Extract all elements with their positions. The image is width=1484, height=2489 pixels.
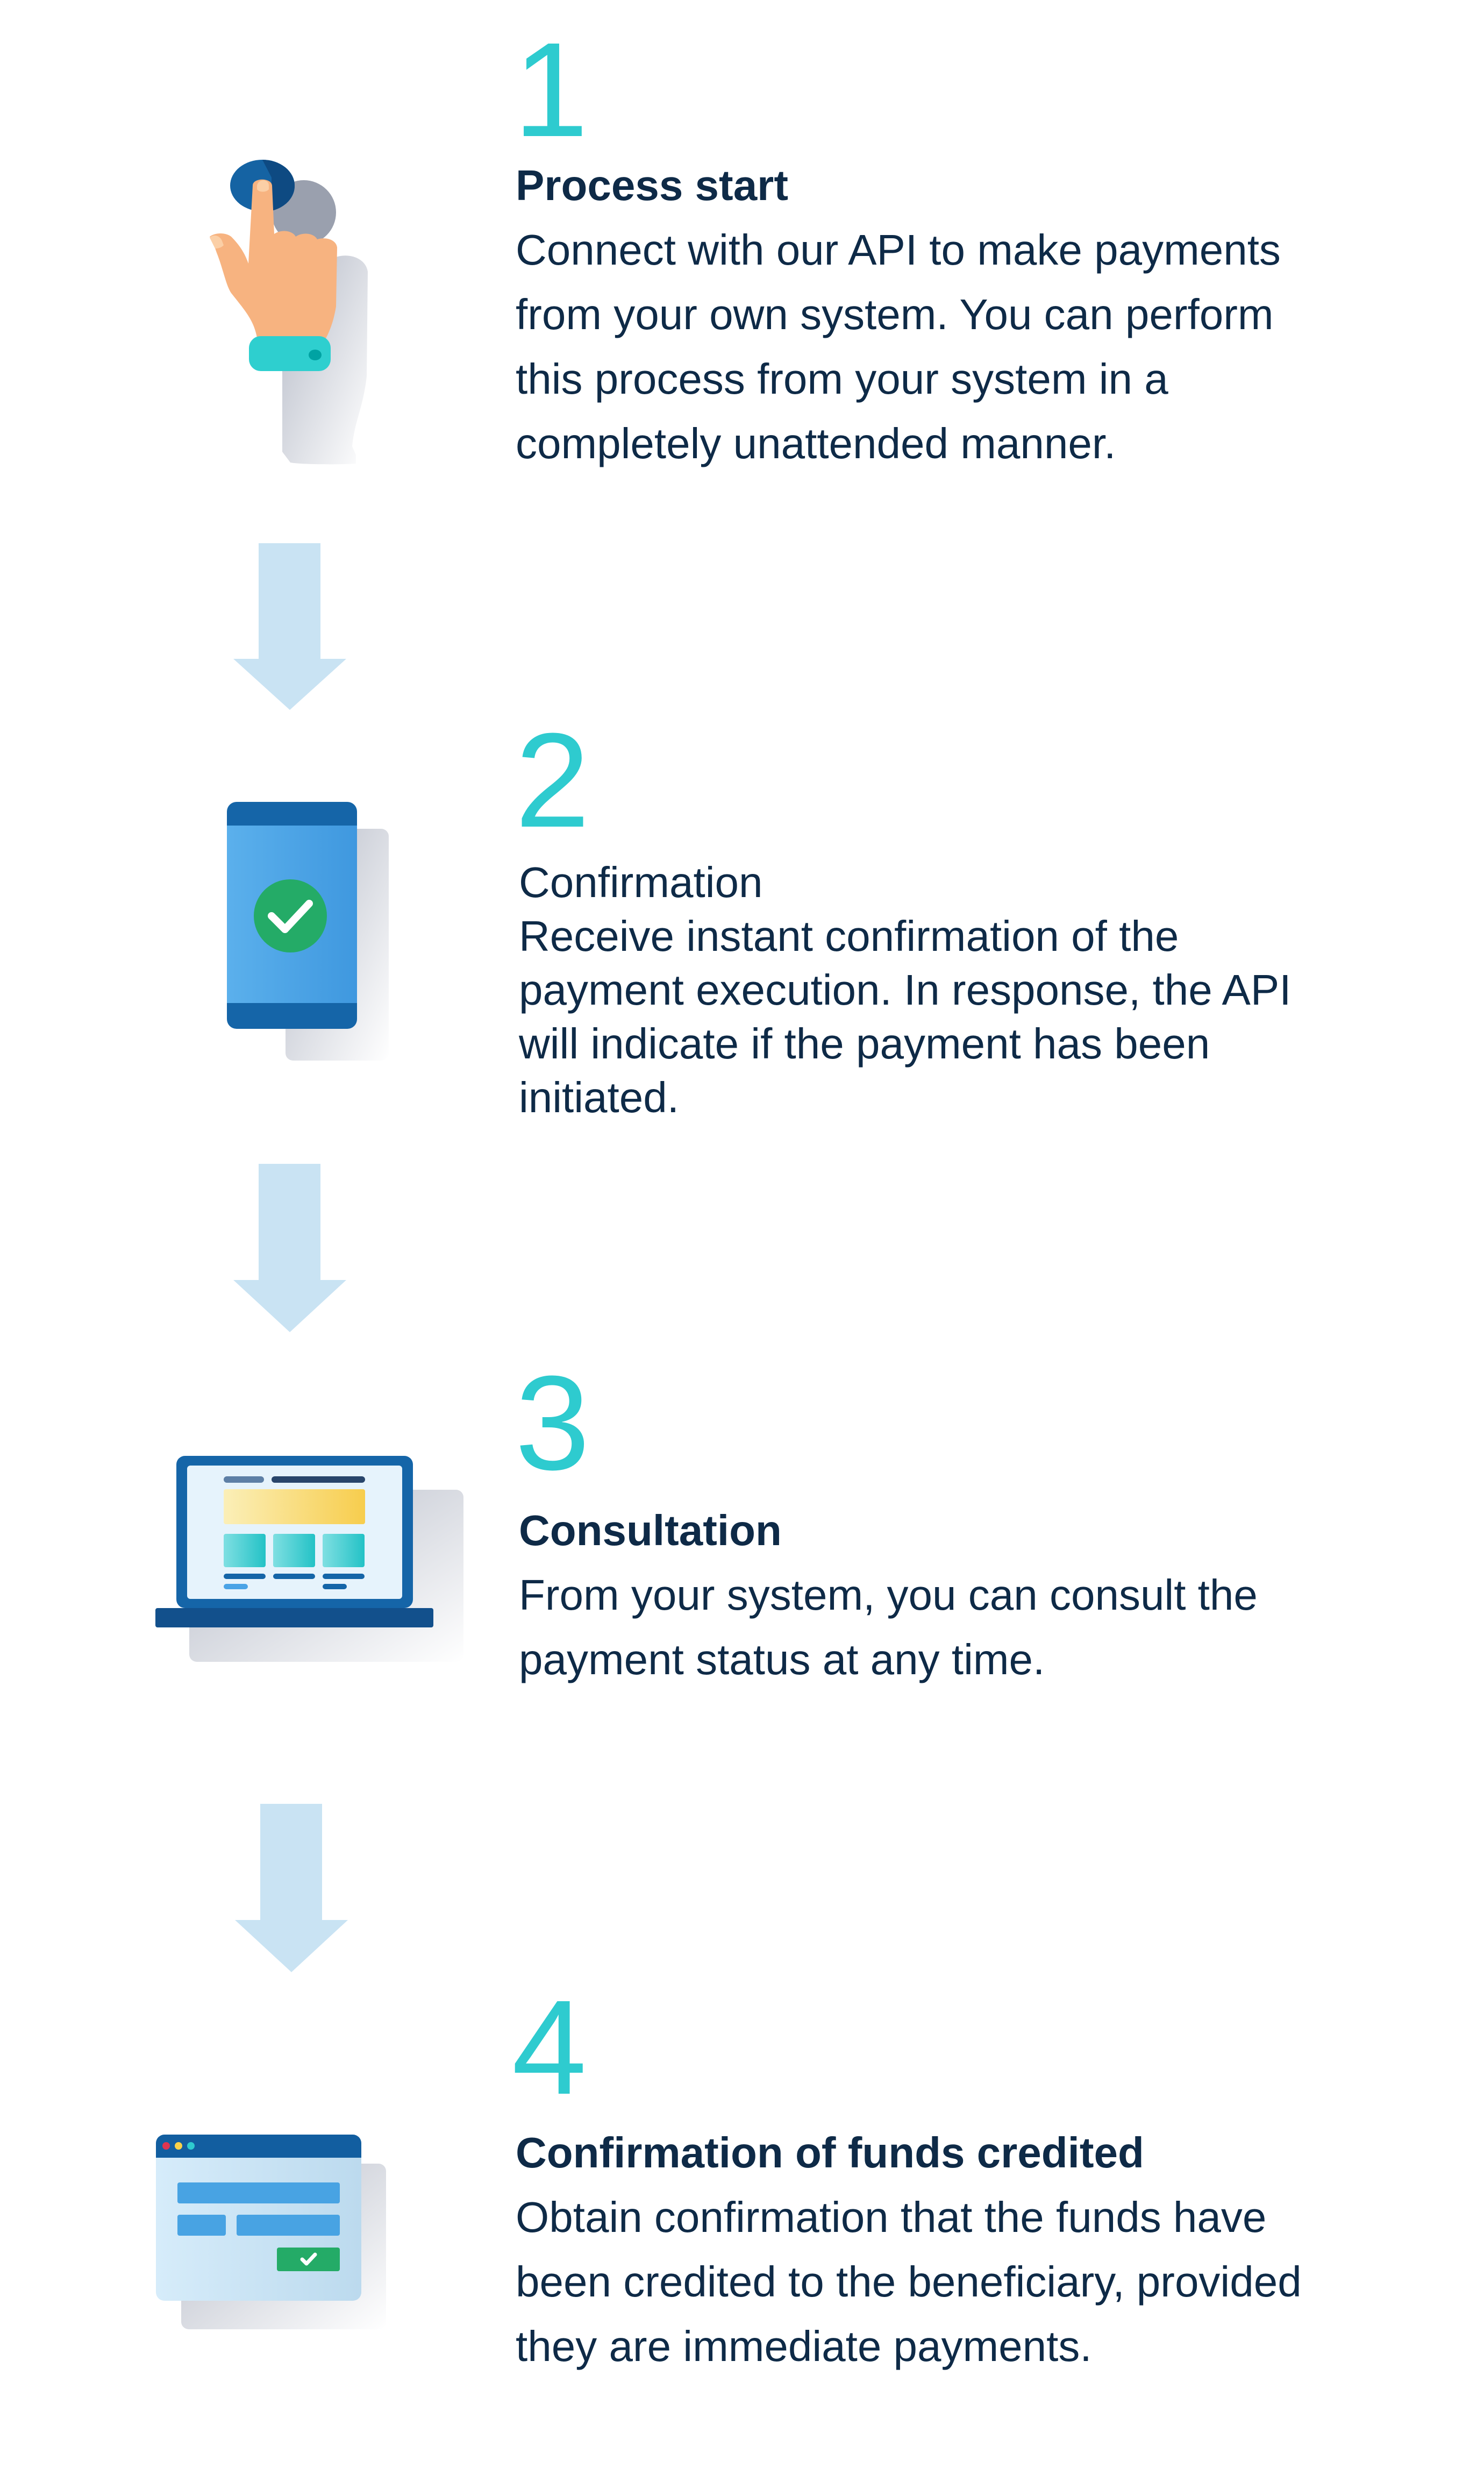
step-description-line: payment execution. In response, the API [519, 966, 1292, 1014]
hand-tap-icon [210, 160, 368, 465]
step-4: Confirmation of funds credited Obtain co… [516, 2121, 1302, 2379]
step-description-line: this process from your system in a [516, 355, 1168, 403]
step-description-line: initiated. [519, 1073, 679, 1121]
step-number: 4 [512, 1972, 587, 2122]
step-title: Confirmation of funds credited [516, 2129, 1144, 2177]
step-title: Confirmation [519, 858, 763, 906]
step-description-line: Receive instant confirmation of the [519, 912, 1179, 960]
step-description-line: will indicate if the payment has been [519, 1020, 1210, 1068]
step-description-line: been credited to the beneficiary, provid… [516, 2258, 1302, 2306]
step-number: 1 [513, 15, 589, 165]
step-2: Confirmation Receive instant confirmatio… [519, 856, 1291, 1125]
step-title: Process start [516, 161, 788, 209]
step-description-line: Connect with our API to make payments [516, 226, 1281, 274]
step-description-line: they are immediate payments. [516, 2322, 1092, 2370]
step-description-line: Obtain confirmation that the funds have [516, 2193, 1267, 2241]
step-title: Consultation [519, 1506, 782, 1554]
step-number: 2 [515, 705, 590, 855]
phone-check-icon [227, 802, 389, 1061]
laptop-dashboard-icon [155, 1456, 463, 1662]
arrow-down-icon [235, 1804, 348, 1972]
step-description-line: from your own system. You can perform [516, 290, 1274, 338]
step-description-line: From your system, you can consult the [519, 1571, 1258, 1619]
arrow-down-icon [233, 1164, 346, 1332]
step-1: Process start Connect with our API to ma… [516, 153, 1281, 476]
browser-form-check-icon [156, 2135, 386, 2329]
step-description-line: payment status at any time. [519, 1635, 1045, 1683]
step-number: 3 [515, 1348, 590, 1498]
step-3: Consultation From your system, you can c… [519, 1498, 1258, 1692]
step-description-line: completely unattended manner. [516, 419, 1116, 467]
arrow-down-icon [233, 543, 346, 710]
